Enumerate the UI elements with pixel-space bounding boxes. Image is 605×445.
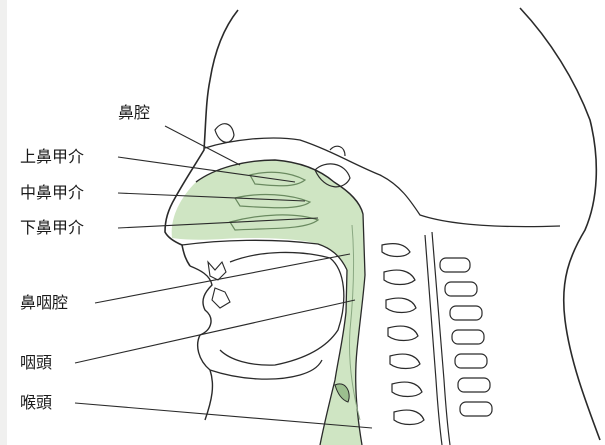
- label-middle-turbinate: 中鼻甲介: [20, 184, 84, 202]
- back-of-head-outline: [520, 8, 600, 440]
- leader-line-pharynx: [75, 300, 355, 363]
- label-superior-turbinate: 上鼻甲介: [20, 148, 84, 166]
- label-inferior-turbinate: 下鼻甲介: [20, 219, 84, 237]
- jaw: [210, 360, 322, 379]
- label-pharynx: 咽頭: [20, 354, 52, 372]
- spinous-processes: [440, 258, 492, 416]
- label-nasal-cavity: 鼻腔: [118, 104, 150, 122]
- leader-line-nasal-cavity: [165, 126, 240, 165]
- label-nasopharynx: 鼻咽腔: [20, 294, 68, 312]
- mouth-region: [190, 266, 212, 420]
- airway-region: [172, 160, 365, 445]
- tongue: [220, 252, 344, 365]
- cervical-vertebrae: [382, 244, 424, 425]
- label-larynx: 喉頭: [20, 394, 52, 412]
